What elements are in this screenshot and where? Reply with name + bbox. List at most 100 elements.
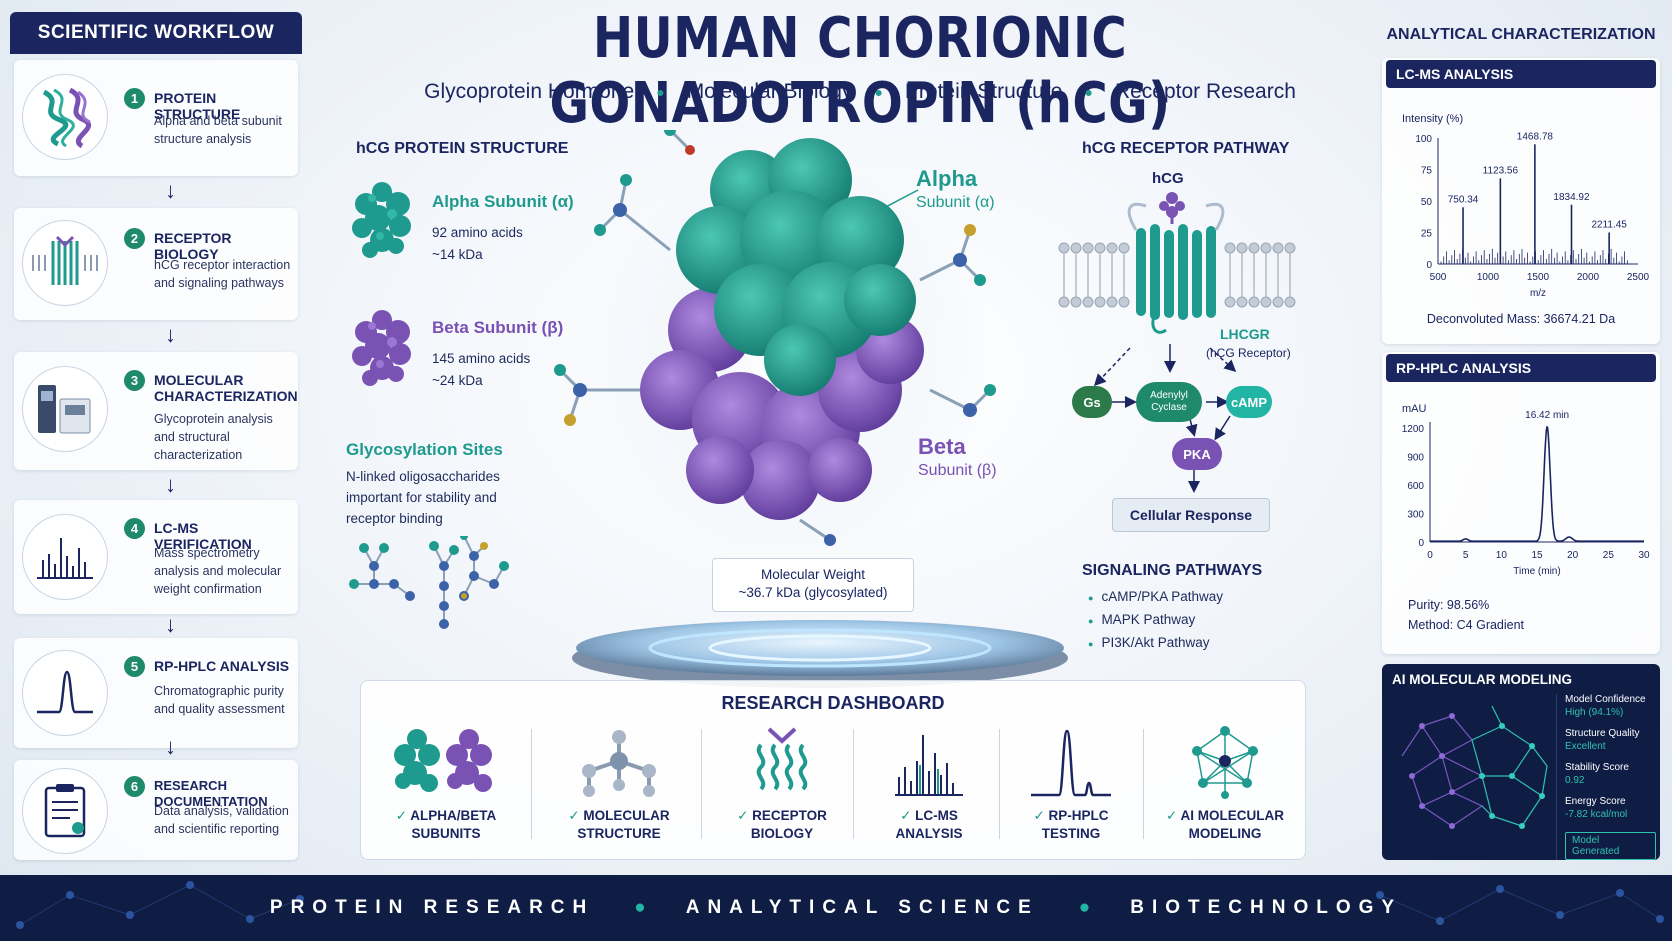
- glycosylation-title: Glycosylation Sites: [346, 440, 503, 459]
- workflow-step-6[interactable]: 6 RESEARCH DOCUMENTATION Data analysis, …: [14, 760, 298, 860]
- camp-node: cAMP: [1226, 386, 1272, 418]
- step-description: Mass spectrometry analysis and molecular…: [154, 546, 282, 596]
- step-title: LC-MS VERIFICATION: [154, 520, 252, 552]
- receptor-label: LHCGR: [1220, 326, 1270, 342]
- step-description: Data analysis, validation and scientific…: [154, 804, 289, 836]
- x-tick-label: 15: [1531, 550, 1543, 561]
- analytical-heading: ANALYTICAL CHARACTERIZATION: [1386, 26, 1656, 43]
- ai-modeling-panel: AI MOLECULAR MODELING Model Confidence H…: [1382, 664, 1660, 860]
- peak-label: 2211.45: [1591, 220, 1627, 231]
- footer-item: PROTEIN RESEARCH: [269, 897, 595, 918]
- ai-heading: AI MOLECULAR MODELING: [1392, 672, 1572, 687]
- signaling-list: ●cAMP/PKA Pathway ●MAPK Pathway ●PI3K/Ak…: [1088, 586, 1223, 655]
- platform-icon: [572, 620, 1068, 688]
- x-tick-label: 20: [1567, 550, 1579, 561]
- y-tick-label: 600: [1407, 481, 1424, 492]
- ai-metric: Model Confidence High (94.1%): [1565, 694, 1646, 718]
- workflow-step-3[interactable]: 3 MOLECULAR CHARACTERIZATION Glycoprotei…: [14, 352, 298, 470]
- divider: [853, 729, 854, 839]
- x-tick-label: 500: [1430, 272, 1447, 283]
- y-tick-label: 50: [1421, 197, 1433, 208]
- alpha-subunit-icon: [352, 182, 411, 258]
- signaling-item: ●MAPK Pathway: [1088, 612, 1196, 627]
- hplc-heading: RP-HPLC ANALYSIS: [1386, 354, 1656, 382]
- bullet-icon: ●: [1084, 84, 1093, 100]
- signaling-item: ●PI3K/Akt Pathway: [1088, 635, 1210, 650]
- y-tick-label: 0: [1418, 538, 1424, 549]
- y-tick-label: 300: [1407, 510, 1424, 521]
- adenylyl-cyclase-node: Adenylyl Cyclase: [1136, 382, 1202, 422]
- footer-item: BIOTECHNOLOGY: [1130, 897, 1403, 918]
- alpha-label: Alpha: [916, 166, 978, 191]
- subtitle-item: Glycoprotein Hormone: [424, 80, 635, 103]
- network-icon: [1192, 726, 1258, 799]
- beta-subunit-icon: [352, 310, 411, 386]
- step-number: 5: [124, 656, 145, 677]
- footer-bar: PROTEIN RESEARCH ● ANALYTICAL SCIENCE ● …: [0, 875, 1672, 941]
- network-background-icon: [16, 881, 1664, 929]
- hplc-method: Method: C4 Gradient: [1408, 618, 1525, 632]
- alpha-mass: ~14 kDa: [432, 247, 483, 262]
- x-tick-label: 30: [1638, 550, 1650, 561]
- hplc-panel: [1382, 352, 1660, 654]
- pathway-heading: hCG RECEPTOR PATHWAY: [1082, 140, 1290, 157]
- bullet-icon: ●: [656, 84, 665, 100]
- gs-node: Gs: [1072, 386, 1112, 418]
- hplc-chromatogram-icon: [1031, 729, 1111, 797]
- subtitle-bar: Glycoprotein Hormone ● Molecular Biology…: [380, 80, 1340, 104]
- x-tick-label: 1000: [1477, 272, 1500, 283]
- model-generated-badge: Model Generated: [1565, 832, 1656, 860]
- divider: [1143, 729, 1144, 839]
- step-title: PROTEIN STRUCTURE: [154, 90, 241, 122]
- lcms-panel: [1382, 58, 1660, 344]
- step-number: 4: [124, 518, 145, 539]
- bullet-icon: ●: [1088, 616, 1094, 626]
- ai-metric: Stability Score 0.92: [1565, 762, 1629, 786]
- y-tick-label: 0: [1426, 260, 1432, 271]
- beta-mass: ~24 kDa: [432, 373, 483, 388]
- down-arrow-icon: ↓: [165, 612, 176, 637]
- x-tick-label: 0: [1427, 550, 1433, 561]
- receptor-biology-icon: [22, 220, 108, 306]
- ai-metric: Structure Quality Excellent: [1565, 728, 1640, 752]
- footer-item: ANALYTICAL SCIENCE: [685, 897, 1039, 918]
- glycosylation-description: N-linked oligosaccharides important for …: [346, 469, 500, 526]
- deconvoluted-mass: Deconvoluted Mass: 36674.21 Da: [1426, 312, 1616, 326]
- ai-metric: Energy Score -7.82 kcal/mol: [1565, 796, 1628, 820]
- workflow-step-2[interactable]: 2 RECEPTOR BIOLOGY hCG receptor interact…: [14, 208, 298, 320]
- step-number: 6: [124, 776, 145, 797]
- beta-label-sub: Subunit (β): [918, 462, 997, 479]
- workflow-step-5[interactable]: 5 RP-HPLC ANALYSIS Chromatographic purit…: [14, 638, 298, 748]
- down-arrow-icon: ↓: [165, 472, 176, 497]
- bullet-icon: ●: [634, 897, 646, 918]
- x-tick-label: 25: [1603, 550, 1615, 561]
- beta-amino-acids: 145 amino acids: [432, 351, 531, 366]
- y-tick-label: 75: [1421, 166, 1433, 177]
- subtitle-item: Receptor Research: [1114, 80, 1296, 103]
- check-icon: ✓: [395, 808, 411, 823]
- step-title: RESEARCH DOCUMENTATION: [154, 778, 268, 809]
- workflow-step-1[interactable]: 1 PROTEIN STRUCTURE Alpha and beta subun…: [14, 60, 298, 176]
- peak-label: 750.34: [1448, 194, 1479, 205]
- receptor-membrane-icon: [1058, 192, 1296, 334]
- down-arrow-icon: ↓: [165, 322, 176, 347]
- workflow-step-4[interactable]: 4 LC-MS VERIFICATION Mass spectrometry a…: [14, 500, 298, 614]
- bullet-icon: ●: [1088, 639, 1094, 649]
- beta-subunit-title: Beta Subunit (β): [432, 318, 564, 337]
- subunits-icon: [394, 729, 492, 792]
- lcms-heading: LC-MS ANALYSIS: [1386, 60, 1656, 88]
- check-icon: ✓: [900, 808, 916, 823]
- check-icon: ✓: [1033, 808, 1049, 823]
- ai-metrics: Model Confidence High (94.1%) Structure …: [1556, 694, 1656, 860]
- x-tick-label: 10: [1496, 550, 1508, 561]
